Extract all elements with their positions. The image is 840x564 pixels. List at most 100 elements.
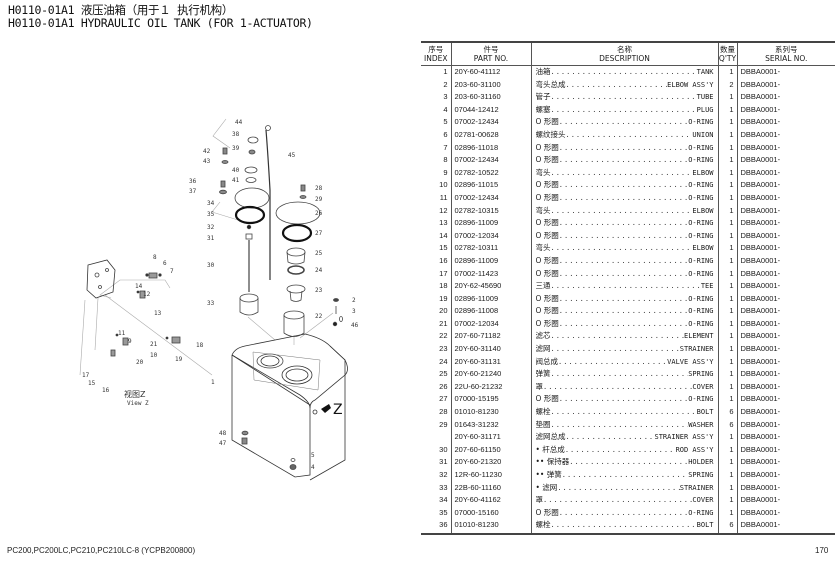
cell-index: 22	[439, 331, 448, 341]
description-cn: O 形圈	[535, 180, 559, 190]
leader-dots	[543, 381, 692, 394]
cell-qty: 1	[717, 141, 737, 155]
callout: 38	[232, 131, 240, 138]
cell-description: O 形圈O-RING	[530, 141, 718, 155]
cell-serial: DBBA0001-	[736, 191, 835, 205]
callout: 32	[207, 224, 215, 231]
description-en: ELBOW	[692, 168, 714, 177]
callout: 20	[136, 359, 144, 366]
cell-description: 弯头总成ELBOW ASS'Y	[530, 78, 718, 92]
cell-qty: 1	[717, 443, 737, 457]
callout: 48	[219, 430, 227, 437]
cell-qty: 1	[717, 343, 737, 356]
cell-index: 20	[439, 306, 448, 316]
cell-serial: DBBA0001-	[736, 254, 835, 268]
description-en: ROD ASS'Y	[675, 445, 714, 454]
description-en: ELBOW ASS'Y	[667, 80, 714, 89]
description-cn: O 形圈	[535, 230, 559, 240]
leader-dots	[559, 268, 688, 281]
cell-description: 弯头ELBOW	[530, 166, 718, 180]
cell-part-no: 01010-81230	[450, 519, 531, 536]
cell-description: 弯头ELBOW	[530, 242, 718, 255]
description-en: O-RING	[688, 395, 714, 404]
cell-index: 3	[443, 92, 448, 102]
cell-serial: DBBA0001-	[736, 368, 835, 381]
leader-dots	[551, 368, 689, 381]
description-en: O-RING	[688, 319, 714, 328]
cell-serial: DBBA0001-	[736, 355, 835, 369]
cell-index: 13	[439, 218, 448, 228]
cell-index: 10	[439, 180, 448, 190]
cell-description: 螺栓BOLT	[530, 519, 718, 536]
cell-description: 螺栓BOLT	[530, 406, 718, 419]
callout: 18	[196, 342, 204, 349]
cell-index: 9	[443, 167, 448, 177]
view-direction-label: Z	[333, 402, 343, 418]
cell-part-no: 20Y-60-31131	[450, 355, 531, 369]
description-en: O-RING	[688, 219, 714, 228]
leader-dots	[557, 482, 679, 495]
cell-qty: 1	[717, 103, 737, 117]
cell-description: O 形圈O-RING	[530, 292, 718, 306]
cell-serial: DBBA0001-	[736, 406, 835, 419]
cell-serial: DBBA0001-	[736, 494, 835, 507]
cell-part-no: 20Y-60-31171	[450, 431, 531, 444]
cell-index: 26	[439, 381, 448, 391]
cell-part-no: 02782-10315	[450, 204, 531, 218]
description-cn: O 形圈	[535, 218, 559, 228]
cell-part-no: 20Y-60-21240	[450, 368, 531, 381]
callout: 30	[207, 262, 215, 269]
cell-serial: DBBA0001-	[736, 456, 835, 469]
cell-description: 弹簧SPRING	[530, 368, 718, 381]
cell-part-no: 07002-12434	[450, 154, 531, 167]
cell-qty: 1	[717, 280, 737, 293]
callout: 34	[207, 200, 215, 207]
cell-description: O 形圈 O-RING	[530, 217, 718, 230]
cell-description: 垫圈WASHER	[530, 418, 718, 432]
cell-qty: 1	[717, 204, 737, 218]
cell-serial: DBBA0001-	[736, 154, 835, 167]
cell-part-no: 01643-31232	[450, 418, 531, 432]
cell-index: 23	[439, 344, 448, 354]
leader-dots	[551, 519, 697, 532]
description-cn: 弹簧	[535, 369, 551, 379]
cell-serial: DBBA0001-	[736, 481, 835, 495]
cell-serial: DBBA0001-	[736, 217, 835, 230]
cell-qty: 1	[717, 330, 737, 344]
callout: 25	[315, 250, 323, 257]
description-cn: 弯头	[535, 205, 551, 215]
callout: 42	[203, 148, 211, 155]
cell-index: 31	[439, 457, 448, 467]
cell-description: 油箱TANK	[530, 65, 718, 79]
cell-qty: 1	[717, 166, 737, 180]
leader-dots	[566, 79, 668, 92]
leader-dots	[559, 192, 688, 205]
cell-index: 7	[443, 142, 448, 152]
leader-dots	[543, 494, 692, 507]
cell-qty: 1	[717, 469, 737, 482]
cell-index: 32	[439, 470, 448, 479]
cell-qty: 1	[717, 217, 737, 230]
description-en: TEE	[700, 282, 714, 291]
callout: 43	[203, 158, 211, 165]
cell-index: 33	[439, 482, 448, 492]
leader-dots	[559, 305, 688, 318]
callout: 11	[118, 330, 126, 337]
tank-body	[231, 333, 348, 481]
description-en: O-RING	[688, 269, 714, 278]
page-number: 170	[815, 546, 829, 555]
callout: 8	[153, 254, 157, 261]
description-en: HOLDER	[688, 458, 714, 467]
cell-part-no: 02781-00628	[450, 128, 531, 142]
